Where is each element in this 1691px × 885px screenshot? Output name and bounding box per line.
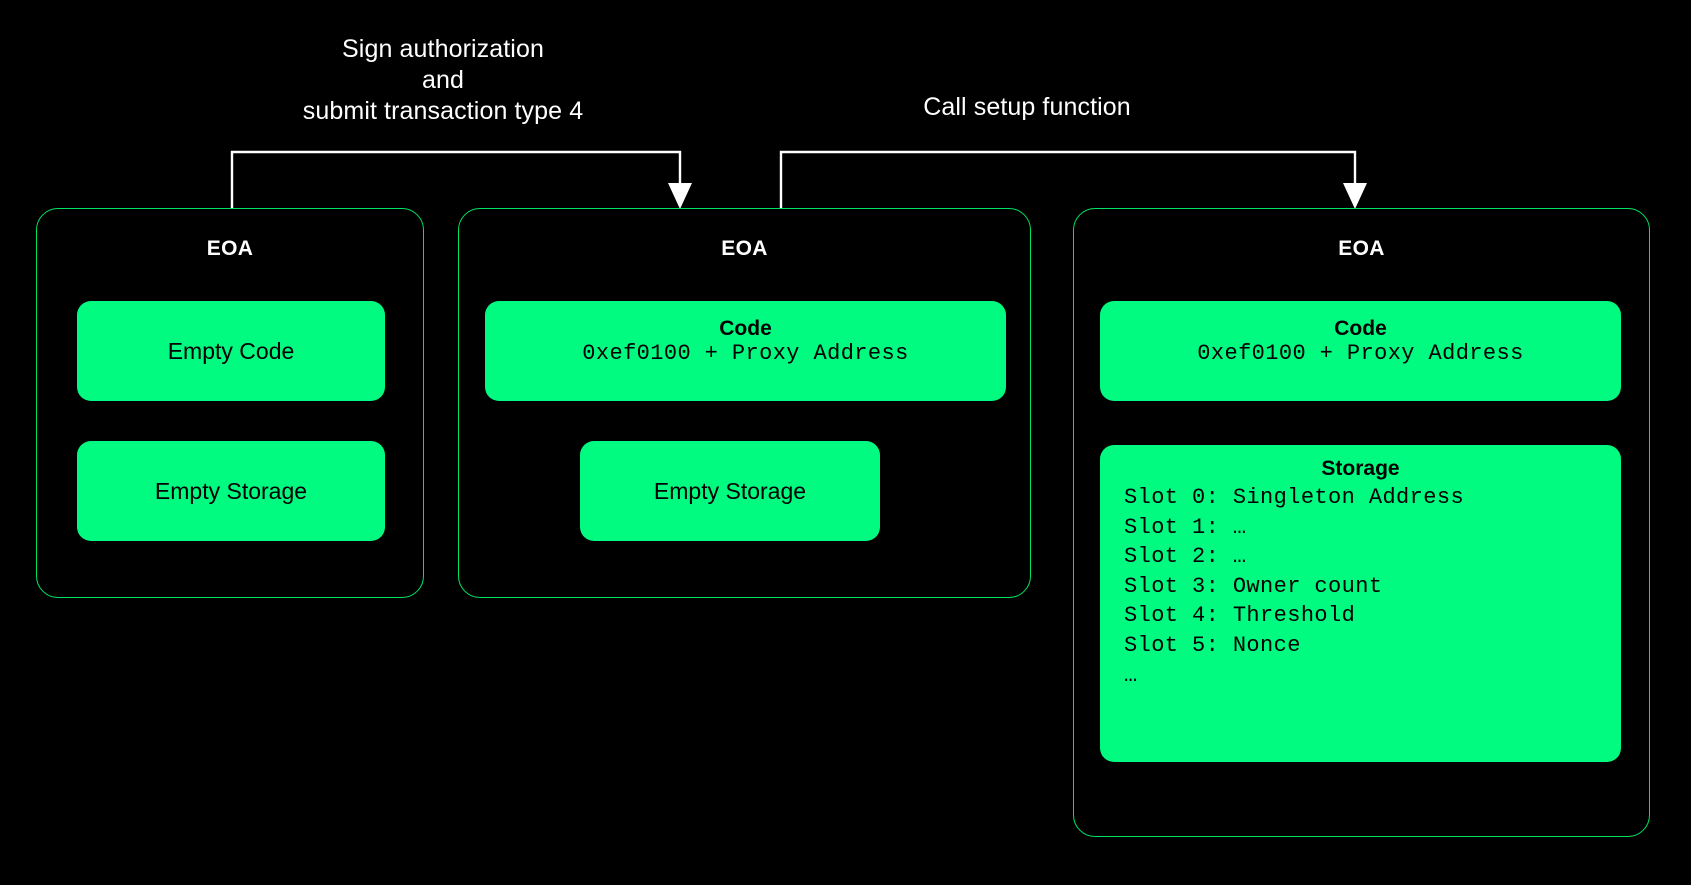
flow-label-call-setup: Call setup function [923,93,1131,121]
storage-slot-line: Slot 2: … [1124,544,1247,570]
storage-slot-line: Slot 1: … [1124,514,1247,540]
empty-code-label: Empty Code [167,337,295,364]
eoa-card-title: EOA [721,237,768,260]
eoa-card-initial: EOA Empty Code Empty Storage [36,208,424,598]
flow-label-sign-authorization: Sign authorization and submit transactio… [302,35,584,125]
arrowhead-to-card-2 [1343,183,1367,209]
code-box-heading: Code [719,317,772,340]
eoa-card-title: EOA [1338,237,1385,260]
storage-slot-line: Slot 0: Singleton Address [1124,485,1465,510]
storage-slot-line: Slot 4: Threshold [1124,603,1356,629]
eoa-card-delegated: EOA Code 0xef0100 + Proxy Address Empty … [458,208,1031,598]
code-box-heading: Code [1334,317,1387,340]
connector-sign-authorization [230,150,682,208]
connector-call-setup [779,150,1357,208]
eoa-card-title: EOA [206,237,254,260]
arrowhead-to-card-1 [668,183,692,209]
storage-slot-line: Slot 5: Nonce [1124,632,1301,658]
empty-code-box: Empty Code [77,301,385,401]
empty-storage-label: Empty Storage [653,477,807,504]
empty-storage-box: Empty Storage [77,441,385,541]
code-box-value: 0xef0100 + Proxy Address [1197,341,1524,366]
eoa-card-initialized: EOA Code 0xef0100 + Proxy Address Storag… [1073,208,1650,837]
code-box: Code 0xef0100 + Proxy Address [1100,301,1621,401]
storage-slot-line: … [1124,662,1138,688]
code-box: Code 0xef0100 + Proxy Address [485,301,1006,401]
code-box-value: 0xef0100 + Proxy Address [582,341,909,366]
empty-storage-label: Empty Storage [154,477,308,504]
storage-box-heading: Storage [1321,457,1400,480]
storage-slot-line: Slot 3: Owner count [1124,573,1383,599]
empty-storage-box: Empty Storage [580,441,880,541]
